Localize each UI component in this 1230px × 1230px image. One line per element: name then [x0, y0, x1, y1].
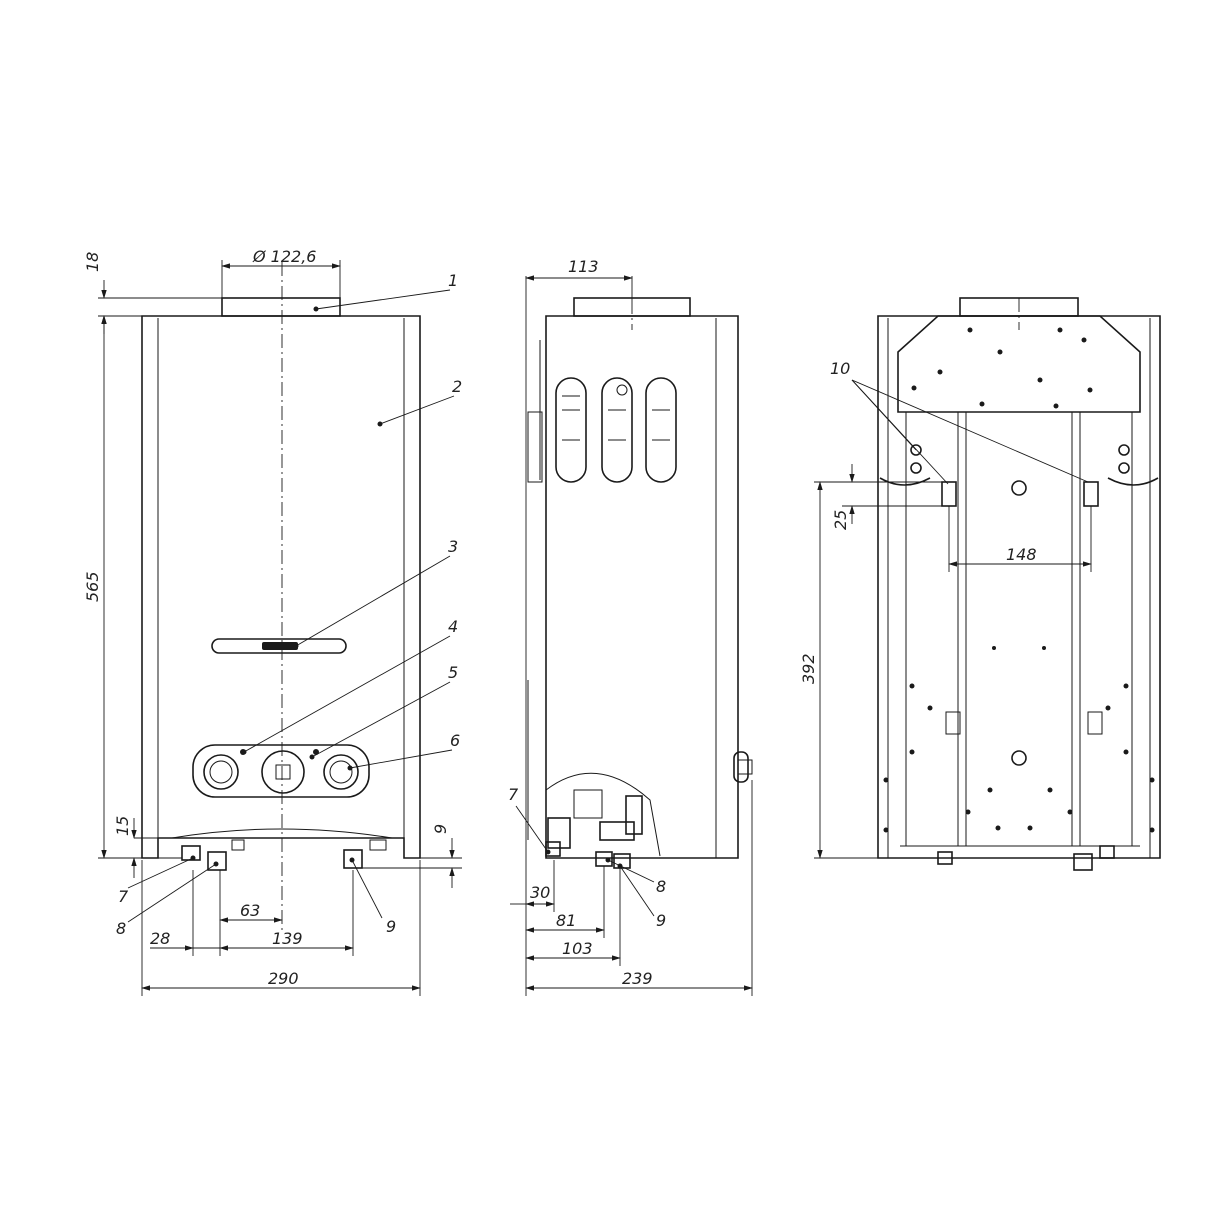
- front-bottom-shroud: [171, 828, 393, 839]
- dim-height: 565: [83, 571, 102, 602]
- callout-6: 6: [450, 731, 460, 750]
- side-vent-1: [555, 377, 587, 483]
- front-pipe-7: [181, 845, 201, 861]
- callout-3: 3: [448, 537, 458, 556]
- dim-bottom-offset-right: 9: [431, 824, 450, 834]
- dim-pipe-30: 30: [530, 883, 550, 902]
- side-vent-3: [645, 377, 677, 483]
- side-pipe-9: [613, 853, 631, 869]
- side-callout-8: 8: [656, 877, 666, 896]
- rear-view: 25 148 392 10: [799, 297, 1161, 871]
- dim-mount-slot-height: 25: [831, 510, 850, 530]
- callout-2: 2: [452, 377, 462, 396]
- front-flue-pipe: [221, 297, 341, 317]
- front-knob-center: [261, 750, 305, 794]
- dim-pipe-spacing: 139: [272, 929, 303, 948]
- front-indicator-slot: [211, 638, 347, 654]
- side-callout-7: 7: [508, 785, 519, 804]
- dim-top-depth: 113: [568, 257, 599, 276]
- dim-pipe-81: 81: [556, 911, 576, 930]
- dim-depth: 239: [622, 969, 653, 988]
- rear-hood: [897, 315, 1141, 413]
- side-knob: [733, 751, 749, 783]
- dim-bottom-offset-left: 15: [113, 816, 132, 836]
- dim-left-pipe-offset: 28: [150, 929, 170, 948]
- side-body: [545, 315, 739, 859]
- callout-8: 8: [116, 919, 126, 938]
- front-knob-left: [203, 754, 239, 790]
- rear-callout-10: 10: [830, 359, 850, 378]
- side-vent-2: [601, 377, 633, 483]
- dim-pipe-diameter: Ø 122,6: [252, 247, 316, 266]
- callout-7: 7: [118, 887, 129, 906]
- side-view: 113 30 81 103 239 7 8 9: [508, 257, 753, 996]
- callout-5: 5: [448, 663, 458, 682]
- callout-9: 9: [386, 917, 396, 936]
- front-view: Ø 122,6 18 565 15 9 63 28: [83, 247, 462, 996]
- side-cutaway: [545, 772, 661, 857]
- dim-center-pipe-offset: 63: [240, 901, 260, 920]
- dim-mount-spacing: 148: [1006, 545, 1037, 564]
- dim-top-offset: 18: [83, 252, 102, 272]
- front-control-panel: [192, 744, 370, 798]
- callout-1: 1: [448, 271, 458, 290]
- dim-width: 290: [268, 969, 299, 988]
- front-knob-right: [323, 754, 359, 790]
- front-logo-plate: [262, 642, 298, 650]
- front-pipe-9: [343, 849, 363, 869]
- rear-mount-slot-left: [941, 481, 957, 507]
- dim-pipe-103: 103: [562, 939, 593, 958]
- rear-body: [877, 315, 1161, 859]
- front-pipe-8: [207, 851, 227, 871]
- callout-4: 4: [448, 617, 458, 636]
- front-body: [141, 315, 421, 859]
- dim-mount-height: 392: [799, 653, 818, 684]
- rear-mount-slot-right: [1083, 481, 1099, 507]
- side-callout-9: 9: [656, 911, 666, 930]
